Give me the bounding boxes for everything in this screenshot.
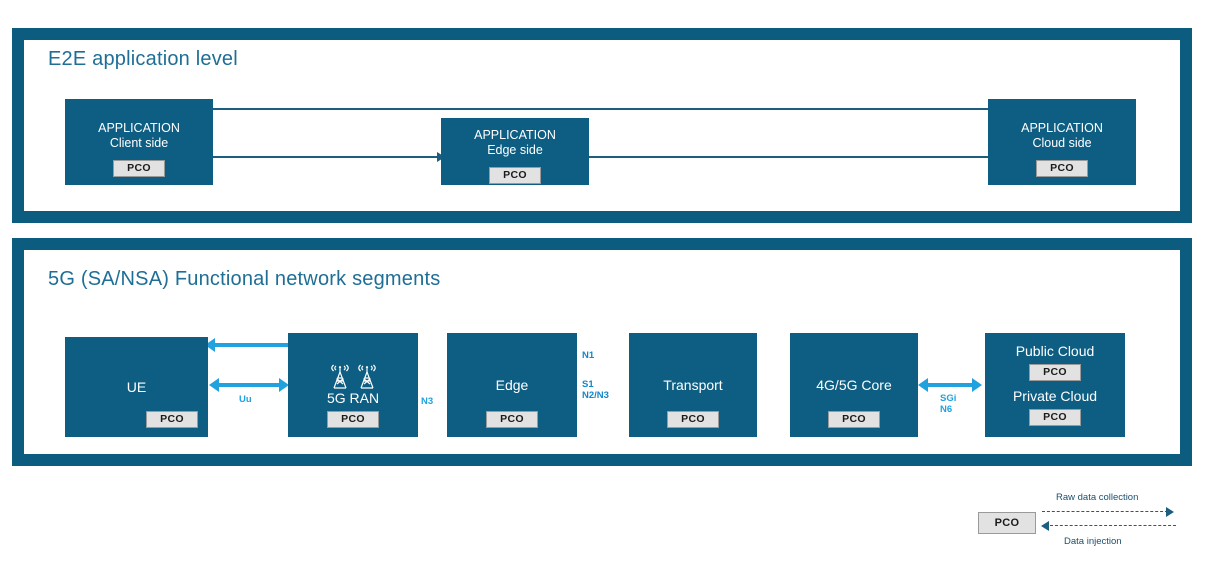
node-transport[interactable]: Transport PCO — [629, 333, 757, 437]
legend-data-injection-line — [1050, 525, 1176, 526]
legend-data-injection-label: Data injection — [1064, 536, 1122, 547]
pco-chip[interactable]: PCO — [146, 411, 198, 428]
node-label-line2: Client side — [109, 136, 169, 150]
antenna-tower-icon — [329, 364, 378, 390]
node-label: 5G RAN — [326, 390, 380, 406]
node-label: Transport — [663, 376, 723, 393]
node-label: Edge — [495, 376, 529, 393]
node-label-line1: APPLICATION — [474, 128, 556, 142]
interface-label-sgi: SGi — [940, 393, 957, 404]
node-label-line2: Edge side — [487, 143, 543, 157]
panel-title-e2e: E2E application level — [48, 48, 238, 70]
interface-label-s1: S1 — [582, 379, 594, 390]
pco-chip[interactable]: PCO — [828, 411, 880, 428]
pco-chip[interactable]: PCO — [489, 167, 541, 184]
pco-chip[interactable]: PCO — [667, 411, 719, 428]
node-ue[interactable]: UE PCO — [65, 337, 208, 437]
legend-data-injection-arrowhead — [1041, 521, 1049, 531]
node-label-line2: Cloud side — [1032, 136, 1092, 150]
node-application-cloud-side[interactable]: APPLICATION Cloud side PCO — [988, 99, 1136, 185]
gap-transport-core — [757, 333, 790, 437]
panel-title-5g: 5G (SA/NSA) Functional network segments — [48, 268, 441, 290]
pco-chip[interactable]: PCO — [1036, 160, 1088, 177]
node-application-edge-side[interactable]: APPLICATION Edge side PCO — [441, 118, 589, 185]
gap-edge-transport — [577, 333, 629, 437]
gap-ran-edge — [418, 333, 447, 437]
pco-chip-private[interactable]: PCO — [1029, 409, 1081, 426]
pco-chip[interactable]: PCO — [486, 411, 538, 428]
node-5g-ran[interactable]: 5G RAN PCO — [288, 333, 418, 437]
interface-label-n6: N6 — [940, 404, 953, 415]
legend: PCO Raw data collection Data injection — [978, 492, 1193, 554]
pco-chip-public[interactable]: PCO — [1029, 364, 1081, 381]
node-label: UE — [126, 378, 147, 395]
interface-label-uu: Uu — [239, 394, 252, 405]
legend-raw-data-arrowhead — [1166, 507, 1174, 517]
pco-chip[interactable]: PCO — [113, 160, 165, 177]
node-label: 4G/5G Core — [816, 376, 892, 393]
node-edge[interactable]: Edge PCO — [447, 333, 577, 437]
legend-pco-chip[interactable]: PCO — [978, 512, 1036, 534]
interface-label-n3: N3 — [421, 396, 434, 407]
interface-label-n2-n3: N2/N3 — [582, 390, 609, 401]
node-application-client-side[interactable]: APPLICATION Client side PCO — [65, 99, 213, 185]
node-label-private-cloud: Private Cloud — [1012, 388, 1098, 404]
node-label-public-cloud: Public Cloud — [1015, 343, 1095, 359]
node-4g-5g-core[interactable]: 4G/5G Core PCO — [790, 333, 918, 437]
node-label-line1: APPLICATION — [1021, 121, 1103, 135]
legend-raw-data-label: Raw data collection — [1056, 492, 1139, 503]
node-public-private-cloud[interactable]: Public Cloud PCO Private Cloud PCO — [985, 333, 1125, 437]
interface-label-n1: N1 — [582, 350, 595, 361]
legend-raw-data-line — [1042, 511, 1168, 512]
node-label-line1: APPLICATION — [98, 121, 180, 135]
pco-chip[interactable]: PCO — [327, 411, 379, 428]
